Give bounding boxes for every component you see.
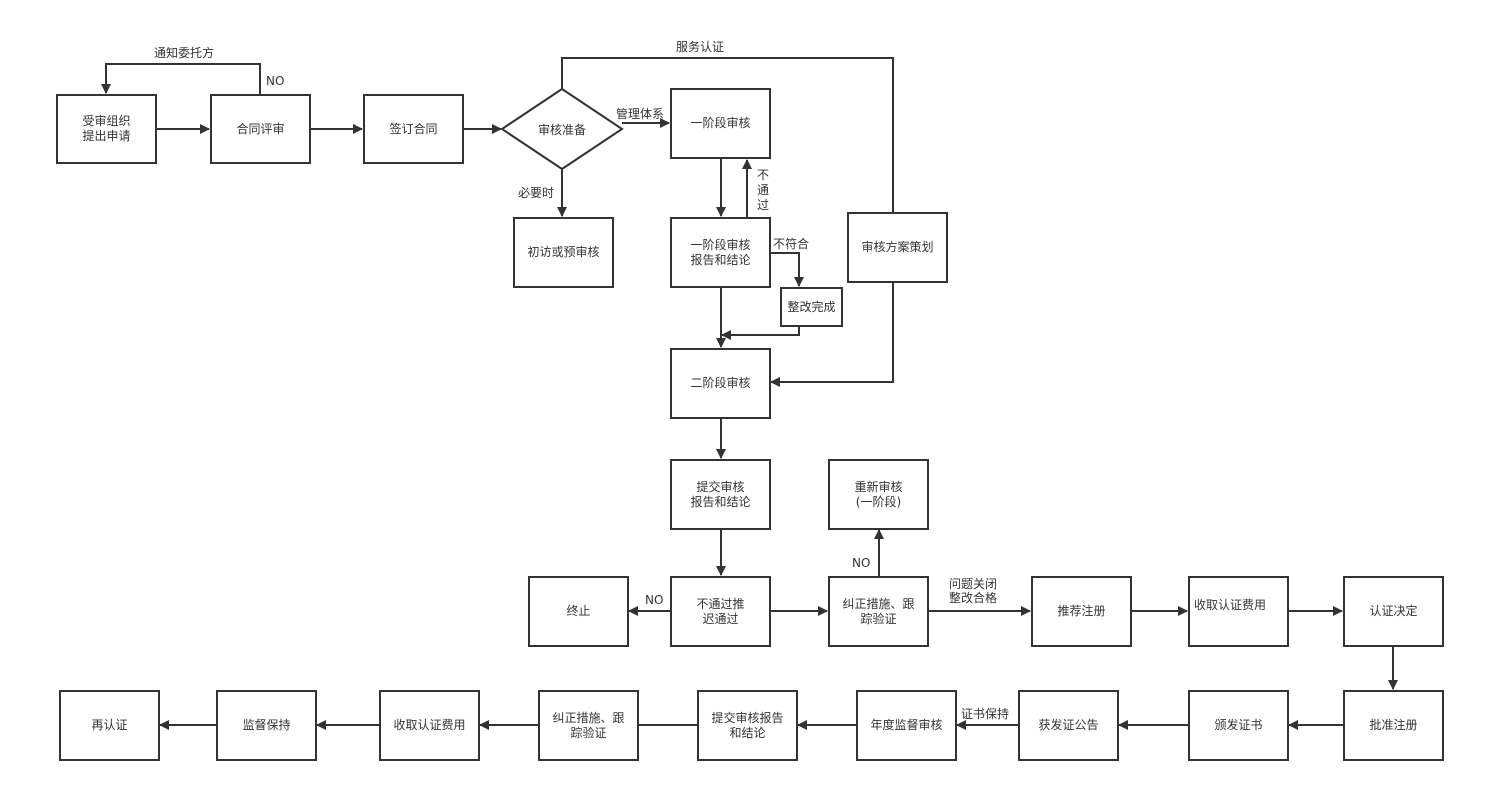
edge-no-notify	[101, 63, 261, 94]
label-no-terminate: NO	[645, 593, 664, 607]
node-annual-audit[interactable]: 年度监督审核	[856, 690, 957, 761]
decision-diamond	[500, 87, 624, 171]
node-submit-report-2[interactable]: 提交审核报告 和结论	[697, 690, 798, 761]
node-approve-registration[interactable]: 批准注册	[1343, 690, 1444, 761]
edge-plan-stage2	[770, 283, 894, 387]
label-no-reaudit: NO	[852, 556, 871, 570]
node-maintain[interactable]: 监督保持	[216, 690, 317, 761]
label-service-cert: 服务认证	[676, 40, 725, 54]
node-contract-review[interactable]: 合同评审	[210, 94, 311, 164]
edge-rectify-merge	[721, 327, 800, 340]
label-no-contract: NO	[266, 74, 285, 88]
node-rectify-done[interactable]: 整改完成	[780, 287, 843, 327]
node-recommend-registration[interactable]: 推荐注册	[1031, 576, 1132, 647]
label-not-passed: 不通过	[757, 168, 770, 212]
label-cert-maintain: 证书保持	[961, 707, 1010, 721]
node-pre-visit[interactable]: 初访或预审核	[513, 217, 614, 288]
label-non-conform: 不符合	[773, 237, 810, 251]
node-corrective-2[interactable]: 纠正措施、跟 踪验证	[538, 690, 639, 761]
node-applicant[interactable]: 受审组织 提出申请	[56, 94, 157, 164]
label-when-needed: 必要时	[518, 186, 555, 200]
node-fail-delay[interactable]: 不通过推 迟通过	[670, 576, 771, 647]
node-collect-fee-1[interactable]: 收取认证费用	[1188, 576, 1289, 647]
label-issue-closed: 问题关闭 整改合格	[949, 577, 998, 605]
node-collect-fee-2[interactable]: 收取认证费用	[379, 690, 480, 761]
label-notify-client: 通知委托方	[154, 46, 215, 60]
node-stage1-report[interactable]: 一阶段审核 报告和结论	[670, 217, 771, 288]
node-sign-contract[interactable]: 签订合同	[363, 94, 464, 164]
node-stage1-audit[interactable]: 一阶段审核	[670, 88, 771, 159]
node-cert-decision[interactable]: 认证决定	[1343, 576, 1444, 647]
label-mgmt-system: 管理体系	[616, 107, 665, 121]
node-re-audit[interactable]: 重新审核 (一阶段)	[828, 459, 929, 530]
node-stage2-audit[interactable]: 二阶段审核	[670, 348, 771, 419]
edge-service-cert	[561, 57, 894, 212]
node-audit-plan[interactable]: 审核方案策划	[847, 212, 948, 283]
node-issue-cert[interactable]: 颁发证书	[1188, 690, 1289, 761]
node-corrective-1[interactable]: 纠正措施、跟 踪验证	[828, 576, 929, 647]
node-terminate[interactable]: 终止	[528, 576, 629, 647]
node-submit-report[interactable]: 提交审核 报告和结论	[670, 459, 771, 530]
node-audit-prep[interactable]: 审核准备	[537, 123, 586, 137]
edge-nonconform	[771, 252, 804, 287]
node-cert-announce[interactable]: 获发证公告	[1018, 690, 1119, 761]
node-recert[interactable]: 再认证	[59, 690, 160, 761]
